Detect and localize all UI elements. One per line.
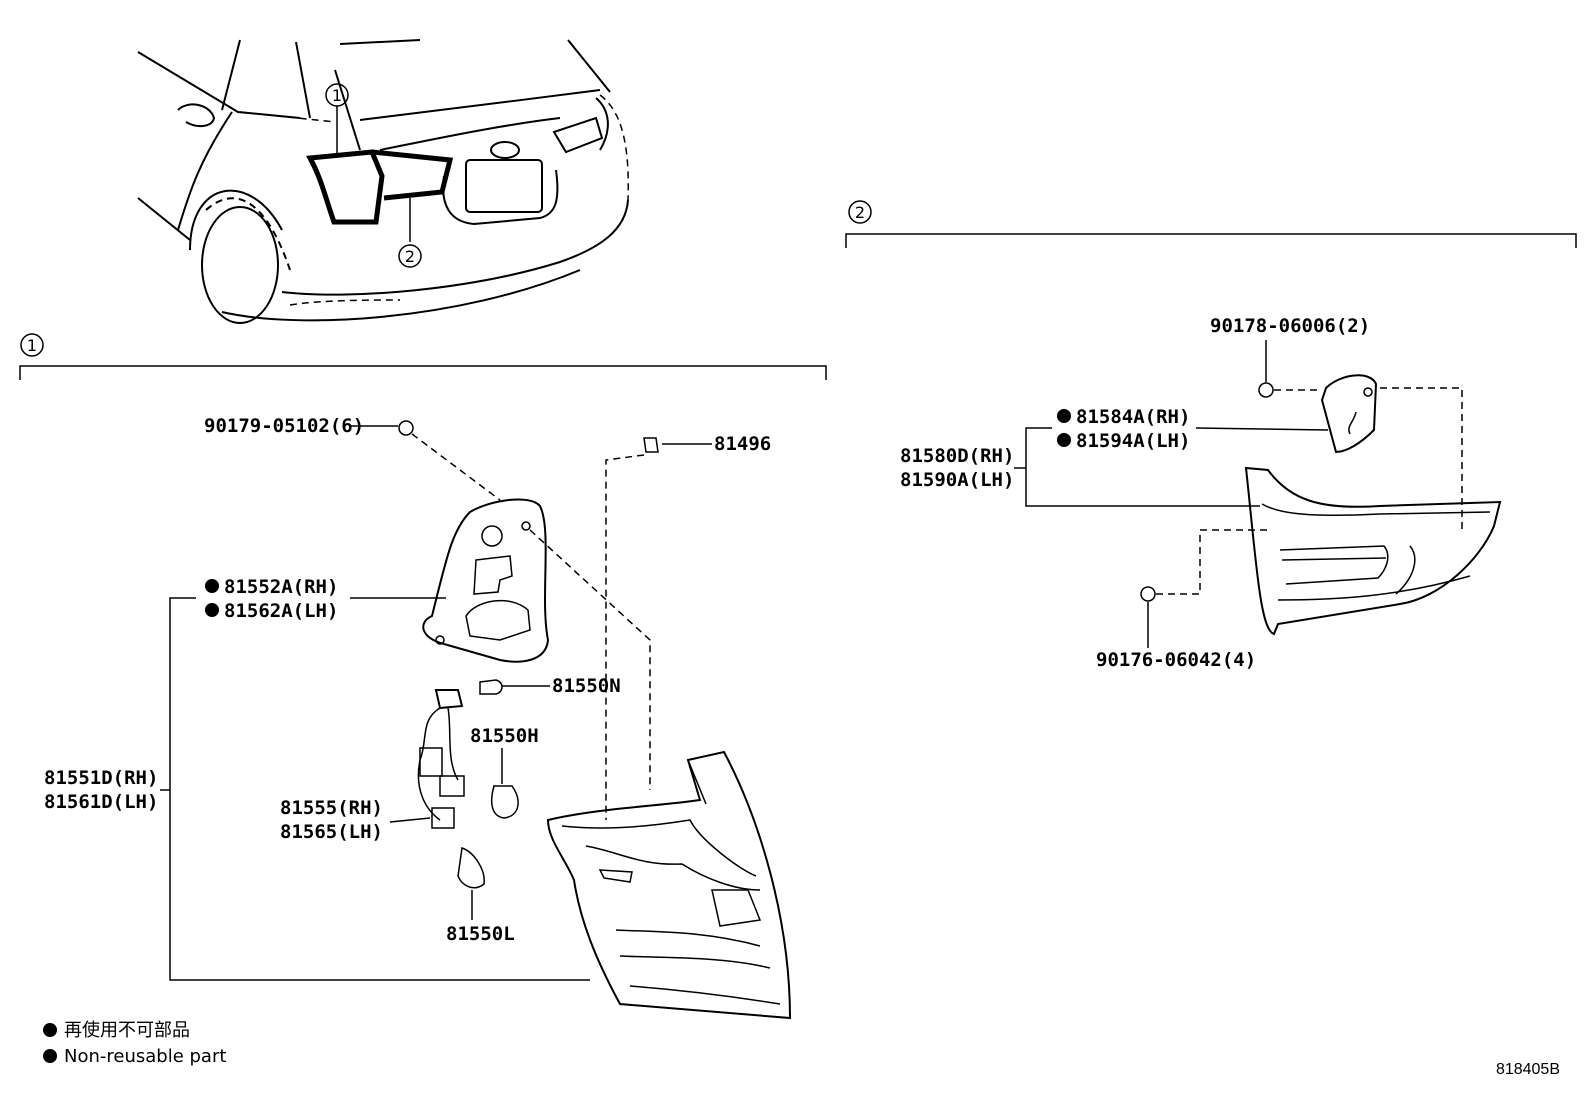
car-rear-illustration: 1 2 (137, 39, 629, 324)
nut-top-icon (1258, 382, 1274, 398)
bulb-n-icon (479, 679, 503, 695)
label-socket-lh-81565: 81565(LH) (280, 821, 383, 843)
bulb-h-icon (490, 785, 519, 819)
rear-combination-lamp-shape (546, 750, 792, 1020)
section-1: 1 90179-05102(6) 81496 81552A(RH) 81562A… (19, 333, 827, 1020)
non-reusable-dot-81562a (205, 603, 219, 617)
car-callout-2: 2 (405, 247, 415, 266)
non-reusable-dot-81584a (1057, 409, 1071, 423)
legend-jp: 再使用不可部品 (64, 1020, 190, 1041)
label-lamp-rh-81580d: 81580D(RH) (900, 445, 1014, 467)
socket-wire-harness (434, 689, 464, 710)
label-bulb-81550l: 81550L (446, 923, 515, 945)
legend: 再使用不可部品 Non-reusable part (43, 1020, 226, 1067)
label-gasket-rh-81584a: 81584A(RH) (1076, 406, 1190, 428)
label-nut-90178: 90178-06006(2) (1210, 315, 1370, 337)
section-1-marker-circle (20, 333, 44, 357)
drawing-code: 818405B (1496, 1061, 1560, 1078)
legend-dot-jp (43, 1023, 57, 1037)
label-bulb-81550n: 81550N (552, 675, 621, 697)
label-lamp-lh-81561d: 81561D(LH) (44, 791, 158, 813)
nut-bottom-icon (1140, 586, 1156, 602)
legend-dot-en (43, 1049, 57, 1063)
gasket-plate-shape (422, 498, 550, 663)
label-nut-90176: 90176-06042(4) (1096, 649, 1256, 671)
label-gasket-lh-81562a: 81562A(LH) (224, 600, 338, 622)
legend-en: Non-reusable part (64, 1046, 226, 1067)
bulb-l-icon (457, 847, 485, 889)
gasket-pad-shape (1320, 374, 1378, 454)
section-1-bracket (19, 365, 827, 380)
label-lamp-rh-81551d: 81551D(RH) (44, 767, 158, 789)
section-1-marker: 1 (27, 336, 37, 355)
label-socket-rh-81555: 81555(RH) (280, 797, 383, 819)
label-lamp-lh-81590a: 81590A(LH) (900, 469, 1014, 491)
label-gasket-lh-81594a: 81594A(LH) (1076, 430, 1190, 452)
label-gasket-rh-81552a: 81552A(RH) (224, 576, 338, 598)
section-2-marker: 2 (855, 203, 865, 222)
car-callout-1-circle (325, 83, 349, 107)
section-2: 2 90178-06006(2) 81584A(RH) 81594A(LH) 8… (845, 200, 1577, 671)
non-reusable-dot-81552a (205, 579, 219, 593)
label-screw-90179: 90179-05102(6) (204, 415, 364, 437)
clip-icon (643, 437, 659, 453)
car-callout-2-circle (398, 244, 422, 268)
section-2-bracket (845, 233, 1577, 248)
label-clip-81496: 81496 (714, 433, 771, 455)
label-bulb-81550h: 81550H (470, 725, 539, 747)
car-callout-1: 1 (332, 86, 342, 105)
back-door-lamp-shape (1244, 466, 1502, 636)
section-2-marker-circle (848, 200, 872, 224)
non-reusable-dot-81594a (1057, 433, 1071, 447)
screw-icon (398, 420, 414, 436)
